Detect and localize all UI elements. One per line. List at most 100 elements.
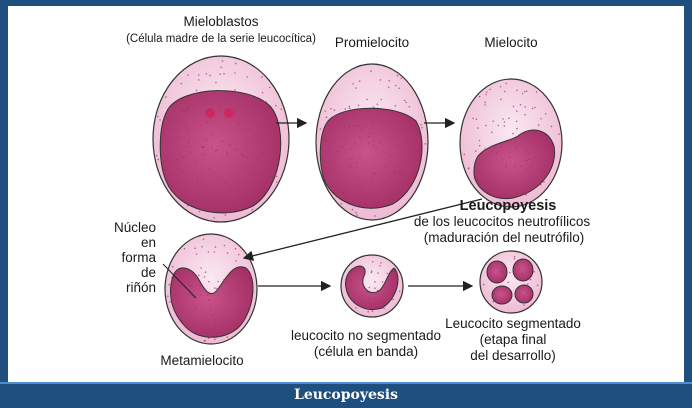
granule-dot: [248, 129, 250, 131]
granule-dot: [366, 99, 368, 101]
granule-dot: [159, 119, 161, 121]
granule-dot: [332, 142, 334, 144]
granule-dot: [543, 181, 545, 183]
granule-dot: [377, 290, 379, 292]
granule-dot: [245, 165, 247, 167]
granule-dot: [223, 73, 225, 75]
granule-dot: [347, 191, 349, 193]
granule-dot: [502, 118, 504, 120]
granule-dot: [226, 109, 228, 111]
granule-dot: [259, 101, 261, 103]
granule-dot: [493, 293, 495, 295]
granule-dot: [361, 129, 363, 131]
granule-dot: [183, 157, 185, 159]
granule-dot: [325, 110, 327, 112]
granule-dot: [353, 205, 355, 207]
granule-dot: [221, 140, 223, 142]
granule-dot: [202, 329, 204, 331]
granule-dot: [208, 337, 210, 339]
granule-dot: [211, 147, 213, 149]
granule-dot: [157, 116, 159, 118]
granule-dot: [372, 179, 374, 181]
granule-dot: [158, 159, 160, 161]
granule-dot: [530, 166, 532, 168]
granule-dot: [377, 104, 379, 106]
granule-dot: [240, 311, 242, 313]
granule-dot: [345, 108, 347, 110]
granule-dot: [341, 203, 343, 205]
granule-dot: [210, 120, 212, 122]
granule-dot: [390, 176, 392, 178]
granule-dot: [349, 272, 351, 274]
granule-dot: [201, 246, 203, 248]
granule-dot: [519, 288, 521, 290]
granule-dot: [398, 144, 400, 146]
granule-dot: [495, 280, 497, 282]
granule-dot: [526, 151, 528, 153]
granule-dot: [258, 154, 260, 156]
granule-dot: [486, 91, 488, 93]
granule-dot: [508, 140, 510, 142]
granule-dot: [526, 279, 528, 281]
granule-dot: [389, 293, 391, 295]
granule-dot: [349, 159, 351, 161]
granule-dot: [367, 311, 369, 313]
granule-dot: [326, 116, 328, 118]
granule-dot: [506, 163, 508, 165]
granule-dot: [156, 155, 158, 157]
granule-dot: [216, 187, 218, 189]
granule-dot: [252, 209, 254, 211]
granule-dot: [189, 145, 191, 147]
granule-dot: [523, 298, 525, 300]
granule-dot: [533, 162, 535, 164]
granule-dot: [544, 165, 546, 167]
granule-dot: [404, 100, 406, 102]
granule-dot: [213, 209, 215, 211]
granule-dot: [527, 283, 529, 285]
granule-dot: [223, 279, 225, 281]
granule-dot: [183, 111, 185, 113]
granule-dot: [527, 168, 529, 170]
granule-dot: [475, 150, 477, 152]
granule-dot: [359, 125, 361, 127]
granule-dot: [235, 63, 237, 65]
granule-dot: [173, 191, 175, 193]
granule-dot: [359, 137, 361, 139]
granule-dot: [373, 145, 375, 147]
granule-dot: [392, 279, 394, 281]
granule-dot: [173, 295, 175, 297]
granule-dot: [402, 155, 404, 157]
granule-dot: [235, 248, 237, 250]
granule-dot: [490, 267, 492, 269]
granule-dot: [477, 127, 479, 129]
granule-dot: [216, 288, 218, 290]
granule-dot: [534, 107, 536, 109]
granule-dot: [384, 304, 386, 306]
granule-dot: [334, 161, 336, 163]
granule-dot: [181, 83, 183, 85]
granule-dot: [275, 174, 277, 176]
granule-dot: [540, 184, 542, 186]
granule-dot: [225, 214, 227, 216]
granule-dot: [210, 309, 212, 311]
granule-dot: [197, 177, 199, 179]
granule-dot: [201, 179, 203, 181]
granule-dot: [234, 112, 236, 114]
granule-dot: [522, 295, 524, 297]
granule-dot: [265, 101, 267, 103]
granule-dot: [417, 159, 419, 161]
granule-dot: [386, 273, 388, 275]
granule-dot: [524, 114, 526, 116]
granule-dot: [260, 140, 262, 142]
segmented-label-line1: Leucocito segmentado: [445, 316, 581, 332]
granule-dot: [330, 169, 332, 171]
nucleus-label-line: de: [114, 265, 156, 280]
granule-dot: [398, 165, 400, 167]
granule-dot: [397, 75, 399, 77]
granule-dot: [212, 199, 214, 201]
granule-dot: [373, 196, 375, 198]
granule-dot: [479, 145, 481, 147]
granule-dot: [206, 122, 208, 124]
nucleus-lobe: [492, 286, 512, 304]
granule-dot: [350, 148, 352, 150]
